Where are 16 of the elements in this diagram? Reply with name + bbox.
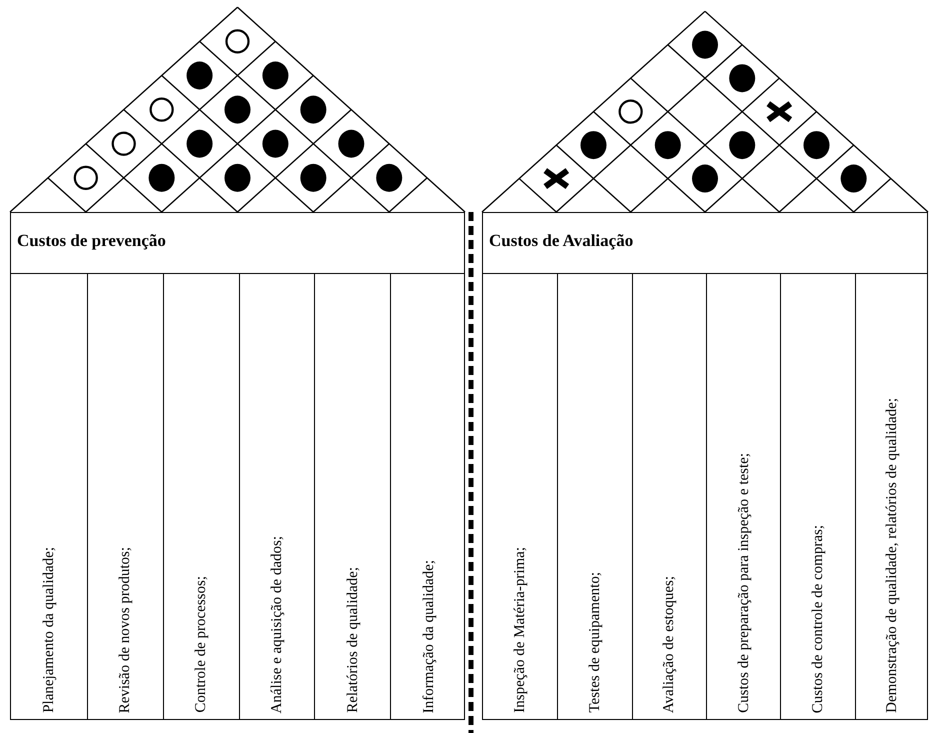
section-heading: Custos de prevenção: [17, 231, 166, 251]
cost-item: Avaliação de estoques;: [632, 273, 706, 719]
cost-item: Inspeção de Matéria-prima;: [483, 273, 558, 719]
section-heading: Custos de Avaliação: [489, 231, 634, 251]
cost-item: Custos de preparação para inspeção e teste;: [706, 273, 780, 719]
cost-table-panel: [10, 212, 465, 720]
cost-item: Custos de controle de compras;: [780, 273, 855, 719]
cost-item: Planejamento da qualidade;: [11, 273, 87, 719]
cost-item: Análise e aquisição de dados;: [238, 273, 314, 719]
cost-item: Informação da qualidade;: [390, 273, 466, 719]
cost-item: Revisão de novos produtos;: [86, 273, 163, 719]
cost-item: Demonstração de qualidade, relatórios de qualidade;: [854, 273, 929, 719]
cost-item: Testes de equipamento;: [557, 273, 632, 719]
cost-item: Relatórios de qualidade;: [314, 273, 390, 719]
cost-item: Controle de processos;: [162, 273, 238, 719]
cost-table-panel: [482, 212, 928, 720]
